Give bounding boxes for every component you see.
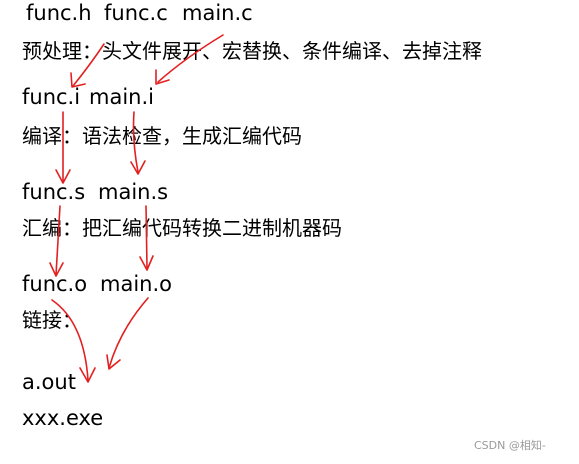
output-a-out: a.out bbox=[22, 370, 76, 394]
file-main-c: main.c bbox=[182, 1, 253, 25]
arrow-main-c-to-main-i bbox=[157, 34, 224, 83]
file-func-c: func.c bbox=[104, 1, 168, 25]
arrow-main-i-to-main-s bbox=[132, 111, 139, 173]
step-assemble: 汇编：把汇编代码转换二进制机器码 bbox=[22, 216, 342, 240]
arrow-main-o-to-a-out bbox=[108, 297, 149, 369]
step-preprocess: 预处理：头文件展开、宏替换、条件编译、去掉注释 bbox=[22, 39, 482, 63]
arrow-main-c-to-main-i-head bbox=[155, 69, 170, 85]
arrow-main-i-to-main-s-head bbox=[130, 160, 146, 175]
arrow-main-s-to-main-o-head bbox=[139, 255, 154, 271]
step-compile: 编译：语法检查，生成汇编代码 bbox=[22, 124, 302, 148]
file-main-s: main.s bbox=[98, 180, 169, 204]
output-xxx-exe: xxx.exe bbox=[22, 406, 104, 430]
file-func-i: func.i bbox=[22, 85, 81, 109]
arrow-func-o-to-a-out bbox=[51, 299, 89, 381]
arrow-main-o-to-a-out-head bbox=[106, 354, 121, 370]
arrow-func-h-to-func-i-head bbox=[70, 72, 86, 88]
file-func-h: func.h bbox=[26, 1, 92, 25]
arrow-func-s-to-func-o-head bbox=[49, 262, 64, 277]
file-main-i: main.i bbox=[89, 85, 154, 109]
file-main-o: main.o bbox=[100, 272, 172, 296]
csdn-watermark: CSDN @相知- bbox=[474, 439, 546, 452]
arrow-func-s-to-func-o bbox=[55, 205, 61, 276]
arrow-func-h-to-func-i bbox=[72, 43, 105, 87]
arrow-func-o-to-a-out-head bbox=[79, 367, 96, 383]
arrow-main-s-to-main-o bbox=[145, 205, 148, 269]
arrow-func-i-to-func-s-head bbox=[55, 169, 71, 184]
file-func-o: func.o bbox=[22, 272, 88, 296]
file-func-s: func.s bbox=[22, 180, 86, 204]
